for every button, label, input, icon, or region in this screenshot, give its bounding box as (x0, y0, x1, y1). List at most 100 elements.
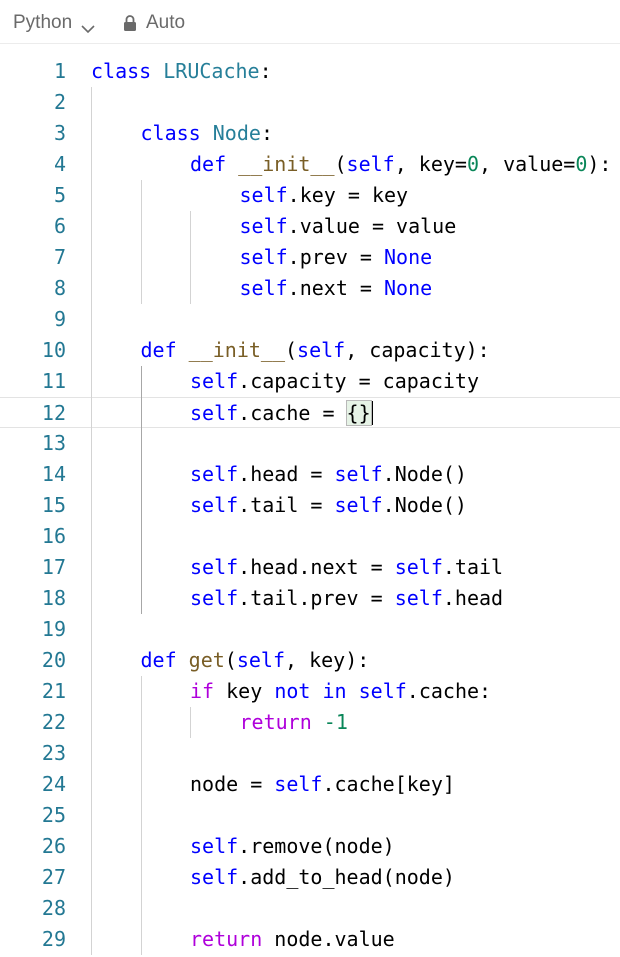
code-token: __init__ (188, 338, 285, 362)
indent-guide (141, 180, 142, 304)
code-text: self.capacity = capacity (190, 366, 479, 397)
line-number: 15 (41, 493, 66, 517)
line-number: 13 (41, 431, 66, 455)
code-token: not (274, 679, 311, 703)
code-text: if key not in self.cache: (190, 676, 491, 707)
indent-guide (91, 87, 92, 955)
code-token: self (239, 245, 288, 269)
code-text: def __init__(self, capacity): (141, 335, 490, 366)
code-token: self (190, 369, 239, 393)
code-token: self (190, 493, 239, 517)
code-line[interactable]: 25 (0, 800, 620, 831)
code-token: .tail.prev = (238, 586, 395, 610)
code-line[interactable]: 9 (0, 304, 620, 335)
code-line[interactable]: 13 (0, 428, 620, 459)
code-token: 0 (575, 152, 588, 176)
code-token: return (239, 710, 312, 734)
editor-toolbar: Python Auto (0, 0, 620, 44)
code-text: self.prev = None (240, 242, 433, 273)
language-selector[interactable]: Python (13, 11, 95, 35)
code-token: class (140, 121, 201, 145)
code-token: self (358, 679, 407, 703)
code-token: self (190, 834, 239, 858)
code-token: .cache[key] (322, 772, 455, 796)
code-token: ( (224, 648, 237, 672)
indent-guide (190, 707, 191, 738)
line-number: 18 (41, 586, 66, 610)
line-number: 16 (41, 524, 66, 548)
code-line[interactable]: 16 (0, 521, 620, 552)
code-token: return (190, 927, 263, 951)
code-token: .value = value (287, 214, 457, 238)
code-token: self (190, 865, 239, 889)
code-token: ( (334, 152, 347, 176)
code-text: self.cache = {} (190, 398, 373, 429)
code-token: , key= (394, 152, 467, 176)
code-token: Node (212, 121, 261, 145)
mode-label: Auto (146, 12, 186, 33)
code-token: .head = (238, 462, 335, 486)
mode-indicator[interactable]: Auto (123, 11, 185, 35)
code-line[interactable]: 23 (0, 738, 620, 769)
line-number: 14 (41, 462, 66, 486)
code-line[interactable]: 22 return -1 (0, 707, 620, 738)
code-token: : (259, 59, 272, 83)
code-text: class Node: (141, 118, 273, 149)
code-token: None (384, 245, 433, 269)
code-text: self.next = None (240, 273, 433, 304)
code-token: .add_to_head(node) (238, 865, 455, 889)
code-text: self.head = self.Node() (190, 459, 467, 490)
code-line[interactable]: 19 (0, 614, 620, 645)
code-line[interactable]: 14 self.head = self.Node() (0, 459, 620, 490)
code-line[interactable]: 2 (0, 87, 620, 118)
text-cursor (370, 401, 373, 425)
code-token: .tail = (238, 493, 335, 517)
code-token: self (239, 276, 288, 300)
code-token: self (274, 772, 323, 796)
code-token (177, 648, 189, 672)
code-token: .Node() (382, 493, 467, 517)
code-token: self (239, 214, 288, 238)
code-token: None (384, 276, 433, 300)
code-text: return -1 (240, 707, 348, 738)
code-token: self (190, 401, 239, 425)
line-number: 25 (41, 803, 66, 827)
code-token: .capacity = capacity (238, 369, 479, 393)
code-token: .cache: (406, 679, 492, 703)
code-token (312, 710, 324, 734)
code-token: self (394, 555, 443, 579)
code-token (177, 338, 189, 362)
code-token: def (140, 338, 177, 362)
code-line[interactable]: 28 (0, 893, 620, 924)
code-token (310, 679, 322, 703)
code-token: class (91, 59, 152, 83)
line-number: 4 (53, 152, 66, 176)
code-text: def get(self, key): (141, 645, 370, 676)
code-token: .remove(node) (238, 834, 395, 858)
code-token: self (190, 462, 239, 486)
code-text: return node.value (190, 924, 395, 955)
line-number: 22 (41, 710, 66, 734)
indent-guide (141, 366, 142, 614)
code-text: node = self.cache[key] (190, 769, 455, 800)
